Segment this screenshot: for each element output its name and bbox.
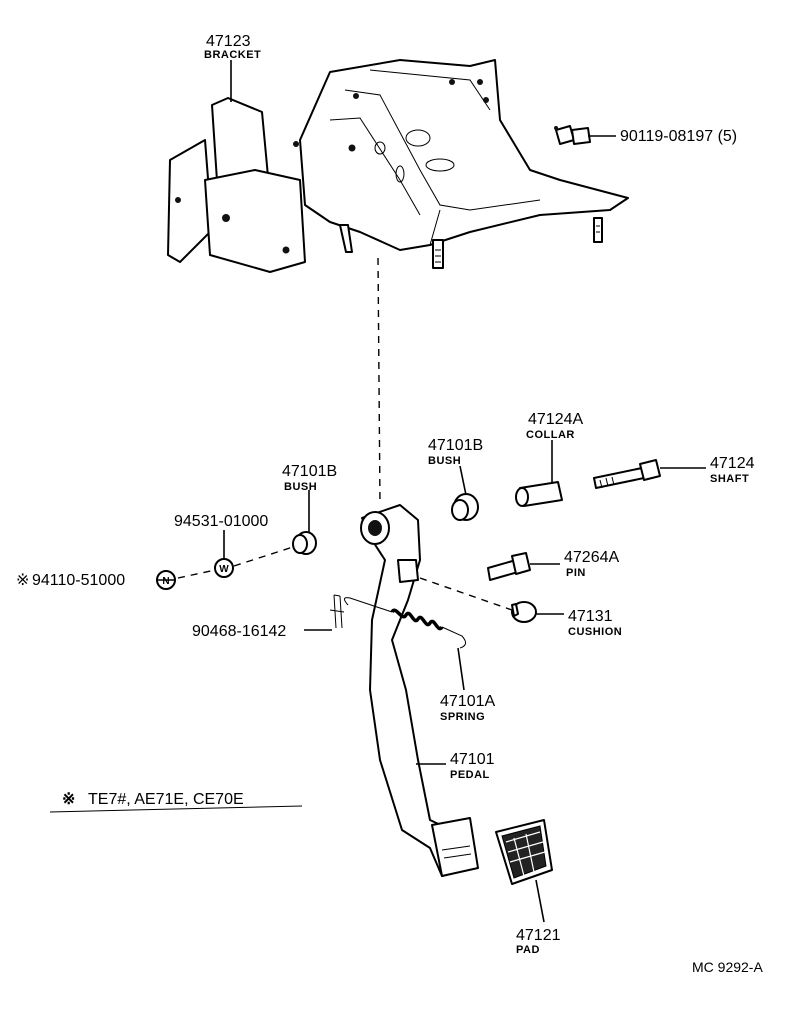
- part-number: 47121: [516, 927, 561, 944]
- callout-shaft: 47124 SHAFT: [710, 455, 755, 485]
- note-marker: ※: [62, 791, 75, 808]
- collar-part: [515, 481, 563, 507]
- callout-bracket: 47123 BRACKET: [204, 33, 261, 61]
- part-number: 94531-01000: [174, 513, 268, 530]
- bolt-part: [554, 125, 591, 145]
- pedal-arm: [360, 504, 479, 877]
- part-name: BUSH: [284, 481, 317, 493]
- alignment-line: [377, 257, 381, 506]
- part-number: 90119-08197 (5): [620, 128, 737, 145]
- part-name: PAD: [516, 944, 540, 956]
- left-bush-part: [292, 531, 317, 555]
- part-name: BRACKET: [204, 49, 261, 61]
- part-number: 47264A: [564, 549, 619, 566]
- callout-cushion: 47131 CUSHION: [568, 608, 622, 638]
- part-name: PIN: [566, 567, 586, 579]
- part-number: 47101A: [440, 693, 495, 710]
- callout-collar: 47124A COLLAR: [526, 411, 583, 441]
- callout-spring: 47101A SPRING: [440, 693, 495, 723]
- part-number: 94110-51000: [32, 572, 125, 589]
- clip-part: [329, 594, 345, 629]
- callout-pin: 47264A PIN: [564, 549, 619, 579]
- part-name: PEDAL: [450, 769, 490, 781]
- callout-bush-right: 47101B BUSH: [428, 437, 483, 467]
- assembly-line-cushion: [419, 577, 513, 611]
- shaft-part: [593, 459, 661, 489]
- bracket-assembly: [167, 59, 629, 273]
- part-name: BUSH: [428, 455, 461, 467]
- part-number: 47101B: [428, 437, 483, 454]
- pedal-pad-part: [495, 819, 553, 885]
- callout-clip: 90468-16142: [192, 623, 286, 640]
- diagram-code: MC 9292-A: [692, 959, 763, 975]
- pin-part: [487, 552, 531, 581]
- applicability-note: ※ TE7#, AE71E, CE70E: [62, 791, 244, 808]
- callout-washer: 94531-01000: [174, 513, 268, 530]
- callout-bush-left: 47101B BUSH: [282, 463, 337, 493]
- washer-glyph: W: [219, 564, 229, 575]
- note-text: TE7#, AE71E, CE70E: [88, 791, 244, 808]
- callout-pad: 47121 PAD: [516, 927, 561, 956]
- part-number: 47131: [568, 608, 613, 625]
- assembly-line-left: [177, 545, 297, 579]
- nut-glyph: N: [162, 576, 169, 587]
- part-name: SPRING: [440, 711, 485, 723]
- washer-part: W: [214, 558, 234, 578]
- callout-pedal: 47101 PEDAL: [450, 751, 495, 781]
- cushion-part: [511, 601, 537, 623]
- right-bush-part: [451, 493, 479, 521]
- part-name: CUSHION: [568, 626, 622, 638]
- part-number: 47101B: [282, 463, 337, 480]
- part-name: COLLAR: [526, 429, 575, 441]
- callout-nut: ※ 94110-51000: [16, 572, 125, 589]
- return-spring-part: [344, 597, 466, 649]
- note-marker: ※: [16, 572, 29, 589]
- leader-lines: [49, 60, 706, 923]
- part-name: SHAFT: [710, 473, 749, 485]
- callout-bolt: 90119-08197 (5): [620, 128, 737, 145]
- part-number: 47101: [450, 751, 495, 768]
- part-number: 47124A: [528, 411, 583, 428]
- part-number: 90468-16142: [192, 623, 286, 640]
- part-number: 47124: [710, 455, 755, 472]
- part-number: 47123: [206, 33, 251, 50]
